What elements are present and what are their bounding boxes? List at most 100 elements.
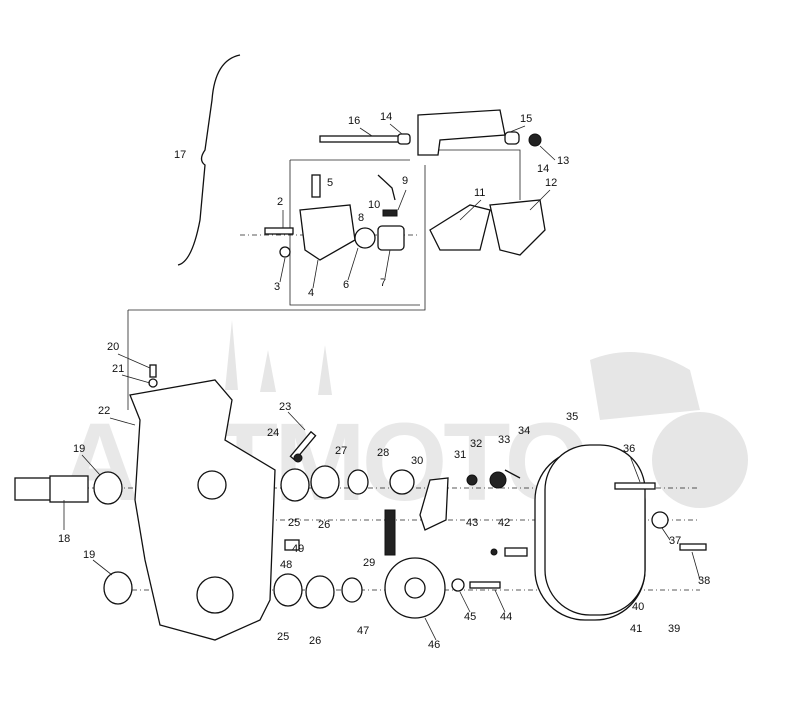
callout-5: 5: [327, 177, 333, 189]
cover-12: [489, 199, 546, 256]
chaincase-22: [129, 379, 276, 641]
bearing-19-top: [93, 471, 123, 505]
callout-23: 23: [279, 401, 291, 413]
callout-18: 18: [58, 533, 70, 545]
sprocket-46-hub: [404, 577, 426, 599]
callout-46: 46: [428, 639, 440, 651]
callout-24: 24: [267, 427, 279, 439]
spacer-14: [504, 131, 520, 145]
lever-11: [429, 204, 491, 251]
callout-29: 29: [363, 557, 375, 569]
nut-13: [528, 133, 542, 147]
callout-44: 44: [500, 611, 512, 623]
callout-6: 6: [343, 279, 349, 291]
pin-42: [504, 547, 528, 557]
callout-7: 7: [380, 277, 386, 289]
callout-17: 17: [174, 149, 186, 161]
callout-14: 14: [380, 111, 392, 123]
callout-27: 27: [335, 445, 347, 457]
bearing-25-top: [280, 468, 310, 502]
plug-48: [284, 539, 300, 551]
callout-12: 12: [545, 177, 557, 189]
sprocket-28: [389, 469, 415, 495]
callout-41: 41: [630, 623, 642, 635]
washer-6: [354, 227, 376, 249]
screw-5: [311, 174, 321, 198]
case-bore-lower: [196, 576, 234, 614]
callout-48: 48: [280, 559, 292, 571]
spring-10: [377, 174, 396, 201]
pin-2: [264, 227, 294, 235]
callout-30: 30: [411, 455, 423, 467]
bearing-19-bottom: [103, 571, 133, 605]
callout-45: 45: [464, 611, 476, 623]
callout-14b: 14: [537, 163, 549, 175]
chaincase-assembly: [14, 364, 707, 641]
callout-11: 11: [474, 187, 485, 199]
callout-39: 39: [668, 623, 680, 635]
bracket-15: [417, 109, 506, 156]
bearing-7: [377, 225, 405, 251]
bushing-14: [397, 133, 411, 145]
callout-49: 49: [292, 543, 304, 555]
cover-35: [544, 444, 646, 616]
callout-35: 35: [566, 411, 578, 423]
bolt-36: [614, 482, 656, 490]
callout-43: 43: [466, 517, 478, 529]
callout-8: 8: [358, 212, 364, 224]
washer-31: [466, 474, 478, 486]
seal-26-bottom: [305, 575, 335, 609]
callout-19: 19: [73, 443, 85, 455]
cotter-33: [504, 469, 521, 479]
nut-32: [489, 471, 507, 489]
callout-37: 37: [669, 535, 681, 547]
callout-32: 32: [470, 438, 482, 450]
callout-36: 36: [623, 443, 635, 455]
bolt-23: [289, 430, 317, 462]
callout-38: 38: [698, 575, 710, 587]
chain-29: [384, 509, 396, 556]
ball-43: [490, 548, 498, 556]
callout-26: 26: [318, 519, 330, 531]
bushing-27: [347, 469, 369, 495]
bearing-25-bottom: [273, 573, 303, 607]
callout-21: 21: [112, 363, 124, 375]
shaft-spline: [49, 475, 89, 503]
case-bore-upper: [197, 470, 227, 500]
upper-assembly: [264, 109, 546, 261]
rod-16: [319, 135, 401, 143]
bolt-44: [469, 581, 501, 589]
callout-47: 47: [357, 625, 369, 637]
callout-31: 31: [454, 449, 466, 461]
callout-10: 10: [368, 199, 380, 211]
nut-3: [279, 246, 291, 258]
callout-40: 40: [632, 601, 644, 613]
callout-2: 2: [277, 196, 283, 208]
spacer-47: [341, 577, 363, 603]
callout-20: 20: [107, 341, 119, 353]
callout-leaders: [63, 123, 701, 641]
key-8: [382, 209, 398, 217]
screw-20: [149, 364, 157, 378]
callout-16: 16: [348, 115, 360, 127]
callout-34: 34: [518, 425, 530, 437]
callout-22: 22: [98, 405, 110, 417]
tensioner-30: [419, 477, 449, 531]
bolt-38: [679, 543, 707, 551]
callout-3: 3: [274, 281, 280, 293]
callout-15: 15: [520, 113, 532, 125]
callout-33: 33: [498, 434, 510, 446]
washer-21: [148, 378, 158, 388]
callout-4: 4: [308, 287, 314, 299]
seal-26-top: [310, 465, 340, 499]
group-brace: [177, 54, 241, 266]
callout-42: 42: [498, 517, 510, 529]
callout-9: 9: [402, 175, 408, 187]
callout-25: 25: [288, 517, 300, 529]
callout-13: 13: [557, 155, 569, 167]
callout-28: 28: [377, 447, 389, 459]
callout-25b: 25: [277, 631, 289, 643]
washer-24: [293, 453, 303, 463]
washer-45: [451, 578, 465, 592]
